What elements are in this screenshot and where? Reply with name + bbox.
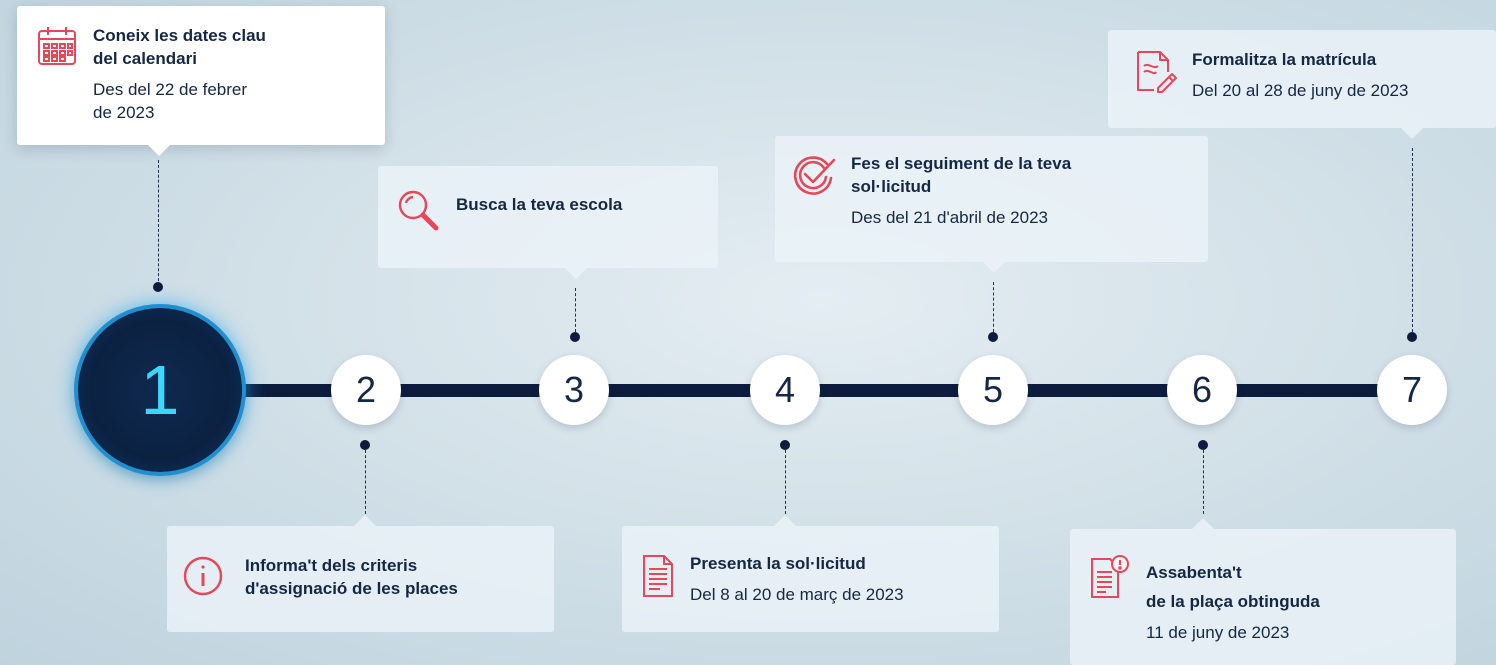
- card-enrollment[interactable]: Formalitza la matrícula Del 20 al 28 de …: [1108, 30, 1496, 128]
- card-pointer: [1401, 128, 1423, 139]
- card-text: Assabenta't de la plaça obtinguda 11 de …: [1146, 553, 1320, 644]
- connector-dot-5: [988, 332, 998, 342]
- card-text: Presenta la sol·licitud Del 8 al 20 de m…: [690, 552, 904, 606]
- connector-line-7: [1412, 148, 1413, 332]
- connector-dot-4: [780, 440, 790, 450]
- card-criteria[interactable]: Informa't dels criteris d'assignació de …: [167, 526, 554, 632]
- step-number: 1: [140, 351, 180, 429]
- card-search[interactable]: Busca la teva escola: [378, 166, 718, 268]
- check-badge-icon: [791, 152, 837, 203]
- card-title: Busca la teva escola: [456, 195, 623, 214]
- card-text: Fes el seguiment de la teva sol·licitud …: [851, 152, 1071, 229]
- card-submit[interactable]: Presenta la sol·licitud Del 8 al 20 de m…: [622, 526, 999, 632]
- connector-line-2: [365, 450, 366, 514]
- connector-dot-2: [360, 440, 370, 450]
- card-date: de 2023: [93, 103, 155, 122]
- step-3-circle[interactable]: 3: [539, 355, 609, 425]
- document-alert-icon: [1086, 553, 1132, 606]
- card-title: del calendari: [93, 49, 197, 68]
- step-number: 4: [774, 369, 796, 410]
- connector-dot-7: [1407, 332, 1417, 342]
- step-4-circle[interactable]: 4: [750, 355, 820, 425]
- connector-line-3: [575, 288, 576, 332]
- step-number: 2: [355, 369, 377, 410]
- card-date: Des del 21 d'abril de 2023: [851, 208, 1048, 227]
- card-text: Coneix les dates clau del calendari Des …: [93, 24, 266, 124]
- step-number: 7: [1401, 369, 1423, 410]
- document-icon: [638, 552, 676, 605]
- card-title: Formalitza la matrícula: [1192, 50, 1377, 69]
- card-title: sol·licitud: [851, 177, 932, 196]
- connector-line-1: [158, 160, 159, 286]
- card-date: Del 20 al 28 de juny de 2023: [1192, 81, 1409, 100]
- step-7-circle[interactable]: 7: [1377, 355, 1447, 425]
- card-date: Del 8 al 20 de març de 2023: [690, 585, 904, 604]
- connector-line-6: [1203, 450, 1204, 514]
- connector-dot-3: [570, 332, 580, 342]
- step-1-circle[interactable]: 1: [78, 308, 242, 472]
- connector-dot-6: [1198, 440, 1208, 450]
- card-title: d'assignació de les places: [245, 579, 458, 598]
- card-text: Informa't dels criteris d'assignació de …: [239, 554, 458, 600]
- card-pointer: [983, 262, 1005, 273]
- card-text: Busca la teva escola: [456, 186, 622, 216]
- step-number: 5: [982, 369, 1004, 410]
- card-text: Formalitza la matrícula Del 20 al 28 de …: [1192, 48, 1408, 102]
- step-number: 3: [563, 369, 585, 410]
- card-title: de la plaça obtinguda: [1146, 592, 1320, 611]
- card-title: Informa't dels criteris: [245, 556, 418, 575]
- card-pointer: [354, 515, 376, 526]
- card-title: Coneix les dates clau: [93, 26, 266, 45]
- card-date: 11 de juny de 2023: [1146, 623, 1290, 642]
- calendar-icon: [35, 24, 79, 73]
- enrollment-form-icon: [1132, 48, 1178, 99]
- step-5-circle[interactable]: 5: [958, 355, 1028, 425]
- card-date: Des del 22 de febrer: [93, 80, 248, 99]
- step-6-circle[interactable]: 6: [1167, 355, 1237, 425]
- connector-dot-1: [153, 282, 163, 292]
- card-title: Presenta la sol·licitud: [690, 554, 866, 573]
- connector-line-5: [993, 282, 994, 332]
- card-pointer: [1192, 518, 1214, 529]
- step-number: 6: [1191, 369, 1213, 410]
- card-pointer: [565, 268, 587, 279]
- step-2-circle[interactable]: 2: [331, 355, 401, 425]
- card-result[interactable]: Assabenta't de la plaça obtinguda 11 de …: [1070, 529, 1456, 665]
- card-calendar[interactable]: Coneix les dates clau del calendari Des …: [17, 6, 385, 145]
- card-tracking[interactable]: Fes el seguiment de la teva sol·licitud …: [775, 136, 1208, 262]
- search-icon: [394, 186, 442, 239]
- card-pointer: [774, 515, 796, 526]
- card-title: Assabenta't: [1146, 563, 1242, 582]
- info-icon: [181, 554, 225, 603]
- connector-line-4: [785, 450, 786, 514]
- card-pointer: [148, 145, 170, 156]
- card-title: Fes el seguiment de la teva: [851, 154, 1072, 173]
